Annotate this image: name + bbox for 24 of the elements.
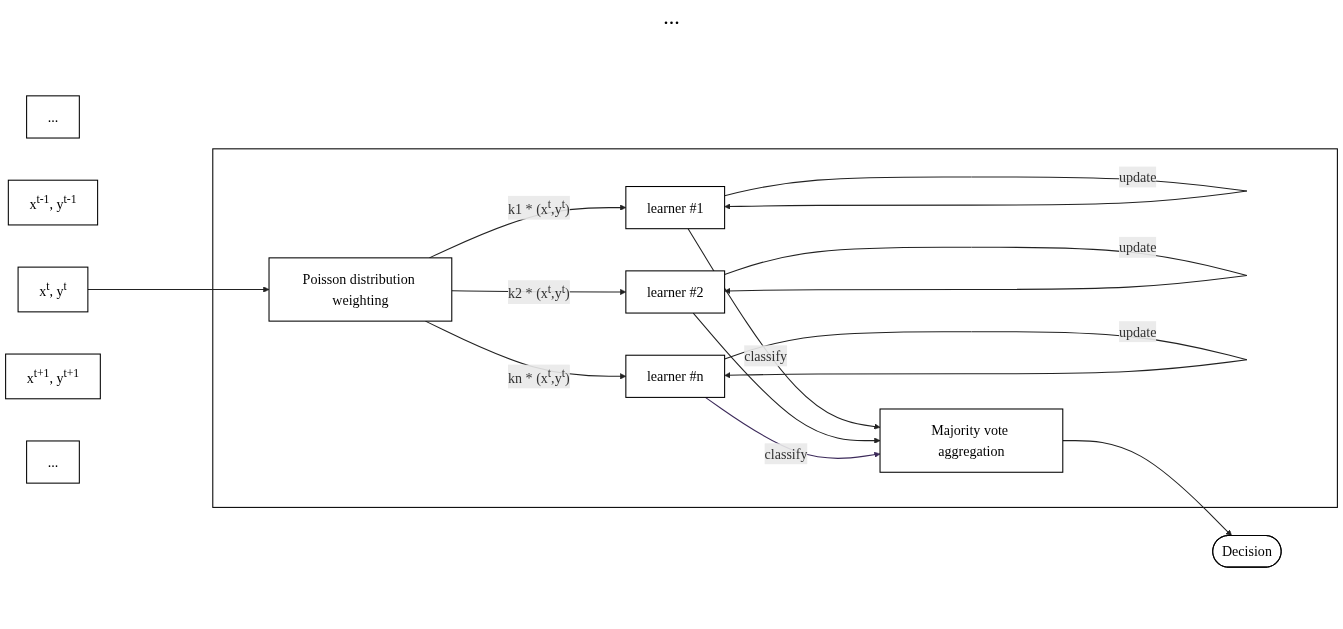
node-box: ... <box>26 95 80 139</box>
arrow <box>687 228 881 430</box>
edge-label: classify <box>744 348 788 364</box>
node-box: learner #n <box>625 354 726 398</box>
edge-label: classify <box>764 446 808 462</box>
node-box: Poisson distribution weighting <box>268 257 453 322</box>
node-box: x$^{t-1}$, y$^{t-1}$ <box>7 179 99 226</box>
ellipsis-note: ... <box>663 4 680 29</box>
node-box: x$^{t}$, y$^{t}$ <box>17 266 89 313</box>
node-box: Majority vote aggregation <box>879 408 1064 473</box>
edge-label: update <box>1119 323 1157 340</box>
node-box: ... <box>26 440 80 484</box>
node-box: learner #1 <box>625 186 726 230</box>
arrow <box>1062 440 1232 537</box>
edge-label: kn * (x$^{t}$,y$^{t}$) <box>508 366 570 386</box>
arrow <box>692 312 881 444</box>
cluster <box>212 148 1338 508</box>
node-box: learner #2 <box>625 270 726 314</box>
edge-label: k1 * (x$^{t}$,y$^{t}$) <box>508 197 570 217</box>
edge-label: k2 * (x$^{t}$,y$^{t}$) <box>508 282 570 301</box>
node-box: x$^{t+1}$, y$^{t+1}$ <box>5 353 101 400</box>
arrow <box>87 286 270 293</box>
edge-label: update <box>1119 239 1157 256</box>
edge-label: update <box>1119 169 1157 185</box>
